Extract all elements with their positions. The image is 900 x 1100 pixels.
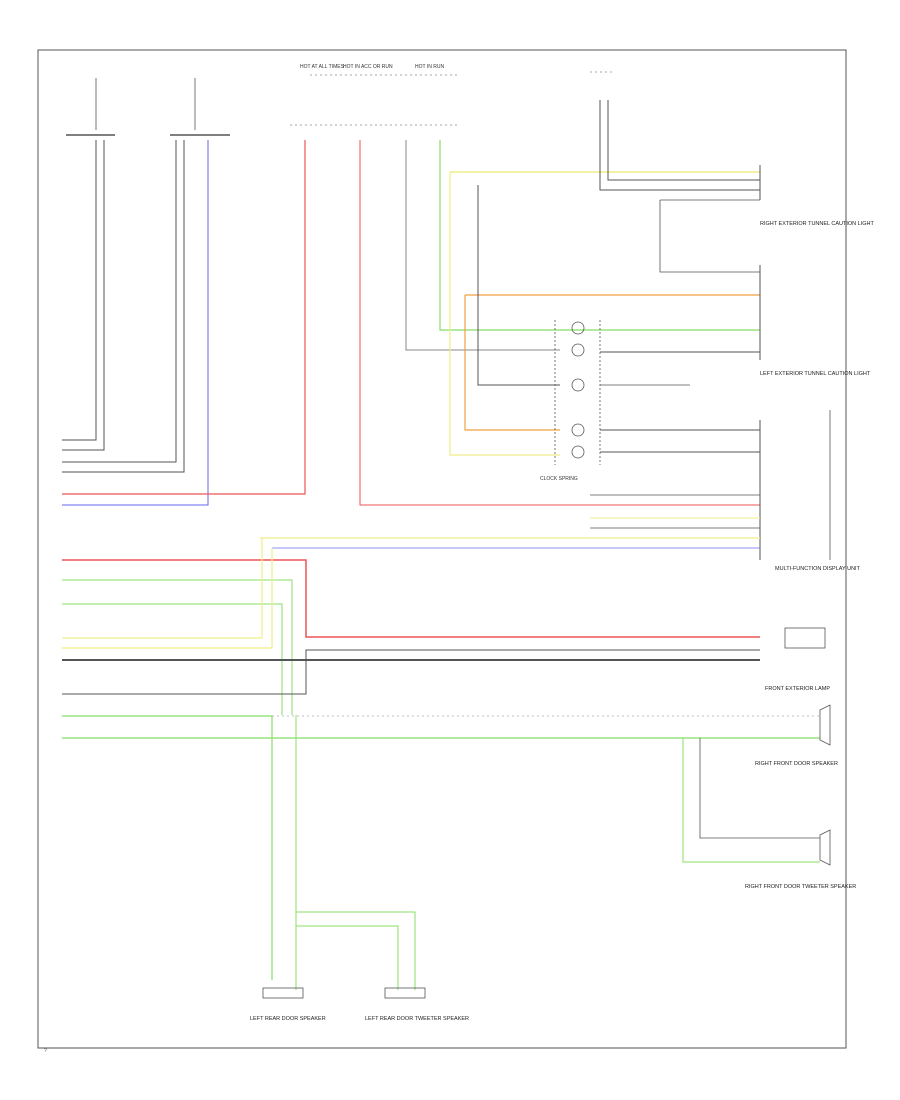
clock-spring-label: CLOCK SPRING (540, 476, 578, 482)
diagram-frame (37, 49, 847, 1049)
power-feed-label-2: HOT IN ACC OR RUN (343, 64, 393, 70)
power-feed-label-1: HOT AT ALL TIMES (300, 64, 345, 70)
left-tunnel-light-label: LEFT EXTERIOR TUNNEL CAUTION LIGHT (760, 371, 871, 377)
front-lamp-label: FRONT EXTERIOR LAMP (765, 686, 830, 692)
right-tunnel-light-label: RIGHT EXTERIOR TUNNEL CAUTION LIGHT (760, 221, 875, 227)
right-front-door-speaker-label: RIGHT FRONT DOOR SPEAKER (755, 761, 838, 767)
clock-spring: CLOCK SPRING (540, 320, 760, 482)
speaker-runs: RIGHT FRONT DOOR SPEAKER RIGHT FRONT DOO… (62, 704, 856, 1022)
left-module-wires (62, 78, 306, 506)
left-rear-tweeter-label: LEFT REAR DOOR TWEETER SPEAKER (365, 1016, 469, 1022)
left-rear-door-speaker-label: LEFT REAR DOOR SPEAKER (250, 1016, 326, 1022)
lower-harness: FRONT EXTERIOR LAMP (62, 538, 830, 715)
multi-function-display: MULTI-FUNCTION DISPLAY UNIT (260, 410, 861, 572)
power-feed-area: HOT AT ALL TIMES HOT IN ACC OR RUN HOT I… (290, 64, 612, 126)
multi-function-display-label: MULTI-FUNCTION DISPLAY UNIT (775, 566, 861, 572)
right-front-tweeter-label: RIGHT FRONT DOOR TWEETER SPEAKER (745, 884, 856, 890)
page-code: ? (44, 1048, 47, 1054)
power-feed-label-3: HOT IN RUN (415, 64, 444, 70)
red-feed-wire (359, 140, 760, 506)
